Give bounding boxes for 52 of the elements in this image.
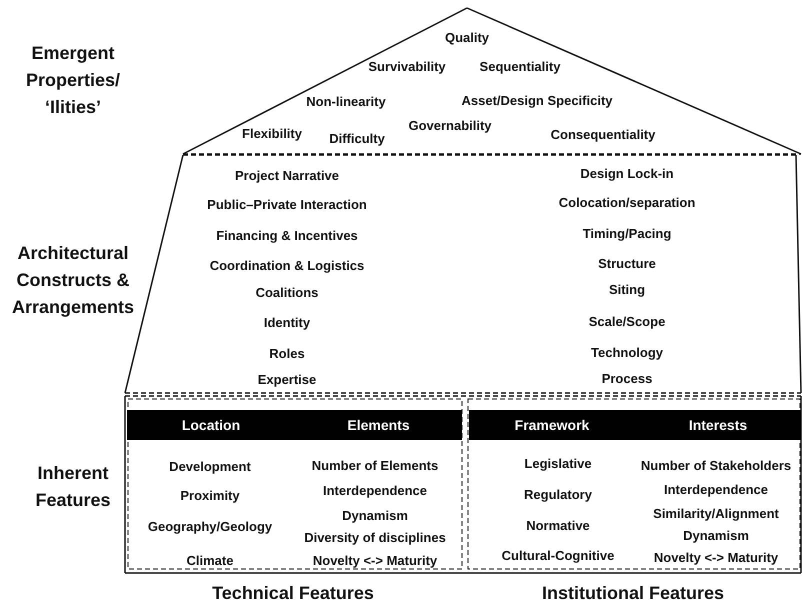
construct-label: Identity bbox=[264, 315, 310, 331]
property-label: Governability bbox=[408, 118, 492, 134]
feature-label: Similarity/Alignment bbox=[653, 506, 779, 522]
construct-label: Public–Private Interaction bbox=[207, 197, 367, 213]
construct-label: Timing/Pacing bbox=[582, 226, 672, 242]
feature-label: Novelty <-> Maturity bbox=[654, 550, 778, 566]
feature-label: Cultural-Cognitive bbox=[502, 548, 614, 564]
property-label: Asset/Design Specificity bbox=[462, 93, 612, 109]
feature-label: Geography/Geology bbox=[148, 519, 272, 535]
panel-caption: Institutional Features bbox=[542, 582, 724, 604]
construct-label: Expertise bbox=[258, 372, 316, 388]
property-label: Flexibility bbox=[242, 126, 302, 142]
panel-caption: Technical Features bbox=[212, 582, 374, 604]
feature-label: Legislative bbox=[524, 456, 592, 472]
construct-label: Coordination & Logistics bbox=[210, 258, 364, 274]
column-header: Elements bbox=[295, 410, 462, 440]
feature-label: Dynamism bbox=[342, 508, 408, 524]
feature-label: Number of Elements bbox=[312, 458, 438, 474]
construct-label: Technology bbox=[591, 345, 663, 361]
column-header: Interests bbox=[635, 410, 801, 440]
construct-label: Colocation/separation bbox=[558, 195, 696, 211]
property-label: Survivability bbox=[368, 59, 446, 75]
feature-label: Diversity of disciplines bbox=[304, 530, 446, 546]
feature-label: Development bbox=[169, 459, 251, 475]
construct-label: Project Narrative bbox=[234, 168, 340, 184]
construct-label: Siting bbox=[608, 282, 646, 298]
feature-label: Dynamism bbox=[683, 528, 749, 544]
column-header: Framework bbox=[469, 410, 635, 440]
property-label: Quality bbox=[444, 30, 490, 46]
feature-label: Number of Stakeholders bbox=[640, 458, 792, 474]
property-label: Difficulty bbox=[329, 131, 385, 147]
construct-label: Coalitions bbox=[256, 285, 318, 301]
feature-label: Novelty <-> Maturity bbox=[312, 553, 438, 569]
feature-label: Proximity bbox=[180, 488, 240, 504]
feature-label: Climate bbox=[186, 553, 234, 569]
construct-label: Scale/Scope bbox=[588, 314, 666, 330]
feature-label: Regulatory bbox=[524, 487, 592, 503]
column-header: Location bbox=[127, 410, 295, 440]
level-heading: Emergent Properties/ ‘Ilities’ bbox=[24, 42, 122, 118]
property-label: Sequentiality bbox=[480, 59, 560, 75]
construct-label: Design Lock-in bbox=[580, 166, 674, 182]
construct-label: Structure bbox=[598, 256, 656, 272]
construct-label: Financing & Incentives bbox=[216, 228, 358, 244]
feature-label: Interdependence bbox=[322, 483, 428, 499]
level-heading: Architectural Constructs & Arrangements bbox=[10, 242, 136, 319]
property-label: Non-linearity bbox=[306, 94, 386, 110]
level-heading: Inherent Features bbox=[34, 462, 112, 512]
property-label: Consequentiality bbox=[550, 127, 656, 143]
feature-label: Normative bbox=[526, 518, 590, 534]
feature-label: Interdependence bbox=[664, 482, 768, 498]
construct-label: Roles bbox=[269, 346, 305, 362]
construct-label: Process bbox=[602, 371, 652, 387]
